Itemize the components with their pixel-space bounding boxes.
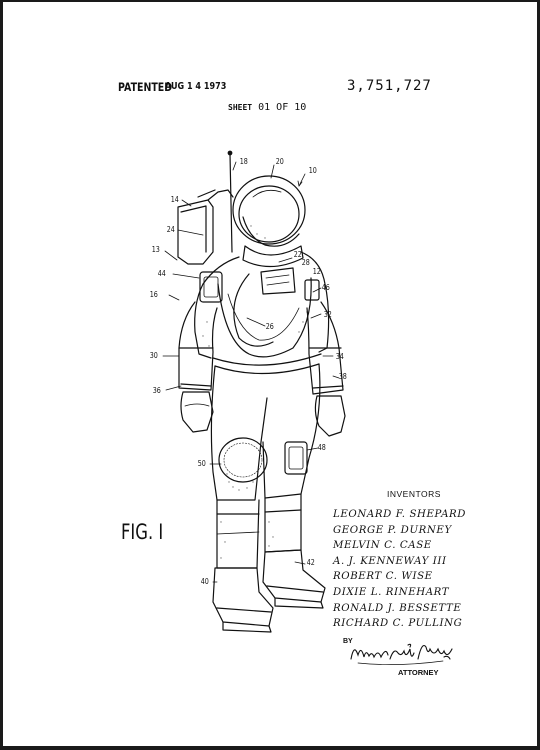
inventors-list: LEONARD F. SHEPARD GEORGE P. DURNEY MELV… [333,507,466,632]
ref-numeral: 26 [265,322,274,331]
space-suit-drawing [162,150,346,633]
inventor-name: ROBERT C. WISE [333,571,433,583]
inventor-name: MELVIN C. CASE [333,540,432,552]
ref-numeral: 30 [149,351,158,360]
inventor-name: DIXIE L. RINEHART [333,586,450,598]
sheet-label: SHEET [228,103,253,112]
patent-sheet: PATENTED AUG 1 4 1973 3,751,727 SHEET 01… [3,2,537,746]
sheet-number: 01 OF 10 [258,102,307,113]
by-label: BY [343,638,353,645]
patent-number: 3,751,727 [347,78,432,94]
ref-numeral: 16 [149,290,158,299]
ref-numeral: 22 [293,250,302,259]
inventor-name: A. J. KENNEWAY III [333,555,447,567]
ref-numeral: 40 [200,577,209,586]
inventor-name: GEORGE P. DURNEY [333,524,452,536]
inventor-name: LEONARD F. SHEPARD [333,509,467,520]
attorney-signature [350,643,453,665]
ref-numeral: 46 [321,283,330,292]
ref-numeral: 12 [312,267,321,276]
ref-numeral: 28 [301,258,310,267]
ref-numeral: 38 [338,372,347,381]
ref-numeral: 18 [239,157,248,166]
ref-numeral: 24 [166,225,175,234]
ref-numeral: 20 [275,157,284,166]
ref-numeral: 48 [317,443,326,452]
ref-numeral: 50 [197,459,206,468]
inventor-name: RONALD J. BESSETTE [333,602,462,614]
ref-numeral: 44 [157,269,166,278]
inventor-name: RICHARD C. PULLING [333,618,463,630]
inventors-heading: INVENTORS [387,489,441,499]
figure-label: FIG. I [121,520,164,544]
sheet-indicator: SHEET 01 OF 10 [228,102,306,113]
attorney-title: ATTORNEY [398,668,439,677]
ref-numeral: 13 [151,245,160,254]
ref-numeral: 32 [323,310,332,319]
patented-label: PATENTED [118,80,173,94]
patent-date: AUG 1 4 1973 [165,81,227,92]
ref-numeral: 14 [170,195,179,204]
ref-numeral: 34 [335,352,344,361]
ref-numeral: 36 [152,386,161,395]
ref-numeral: 10 [308,166,317,175]
ref-numeral: 42 [306,558,315,567]
